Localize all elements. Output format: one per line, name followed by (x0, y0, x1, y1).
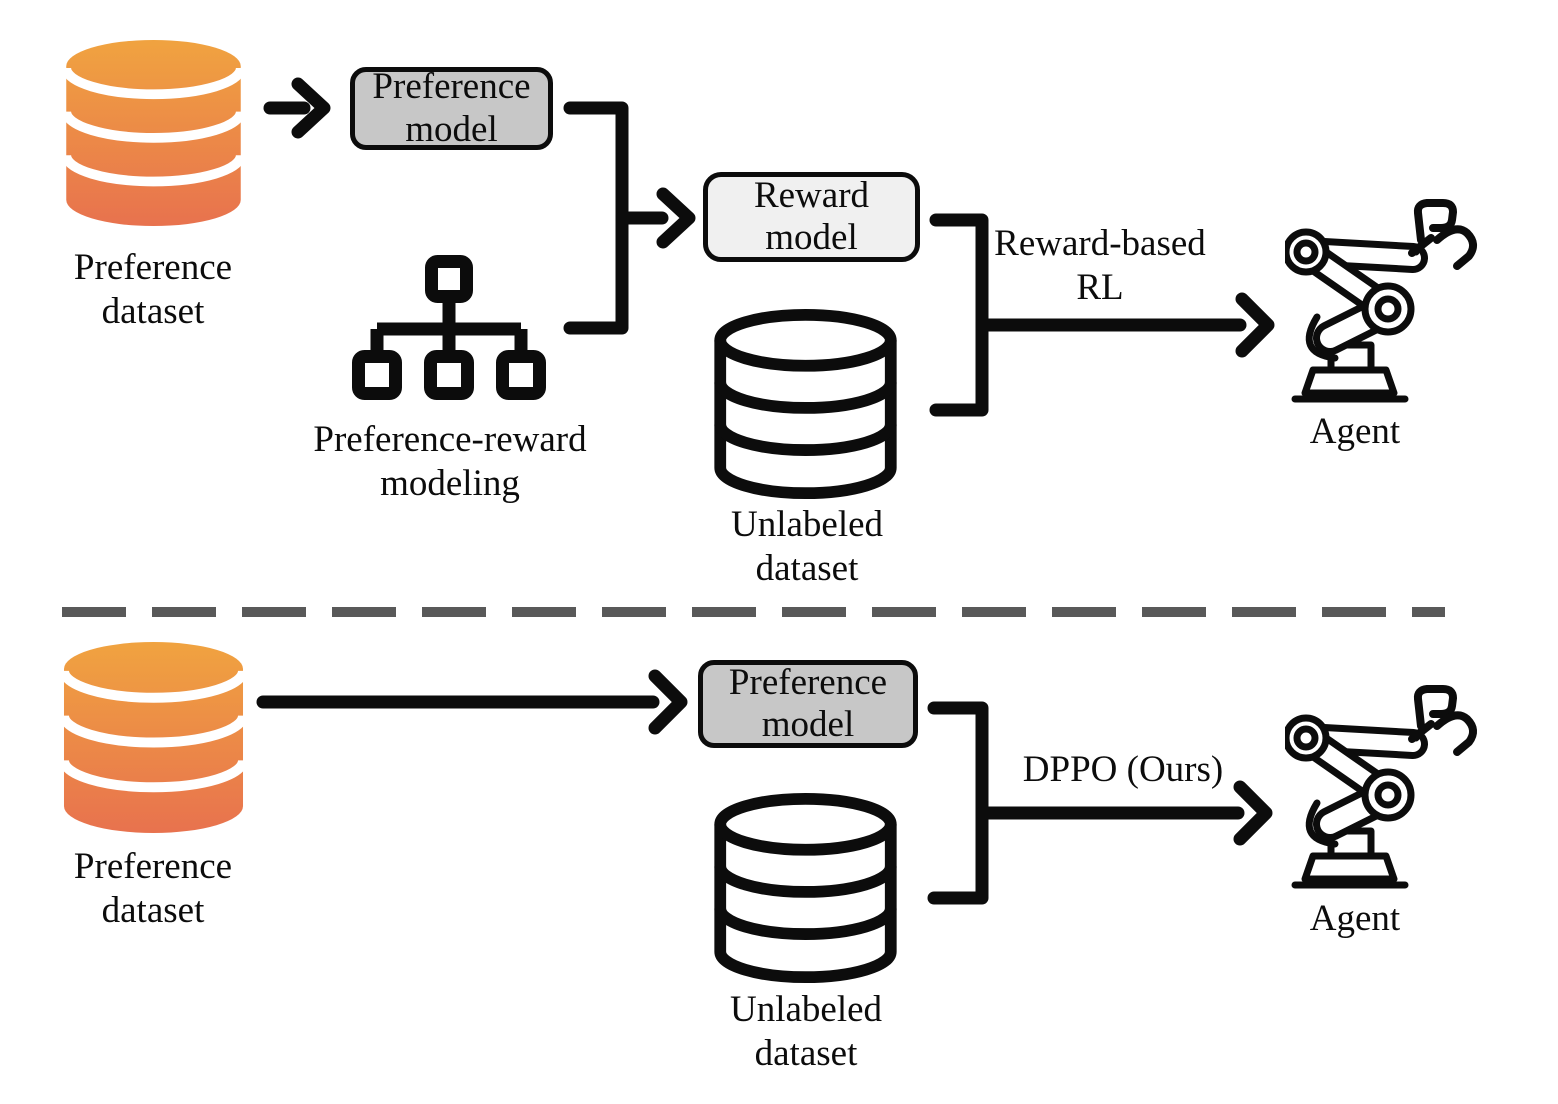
arrow-dataset-to-preference-model-bottom (256, 669, 688, 735)
preference-dataset-icon (62, 38, 245, 228)
reward-model-label: Reward model (753, 174, 870, 258)
merge-bracket-preference-and-data (927, 701, 989, 905)
preference-reward-modeling-label: Preference-reward modeling (313, 419, 587, 504)
agent-robot-icon (1285, 195, 1485, 405)
dppo-label: DPPO (Ours) (1022, 749, 1224, 790)
arrow-dppo (975, 780, 1273, 846)
unlabeled-dataset-label: Unlabeled dataset (730, 504, 884, 589)
preference-dataset-label: Preference dataset (73, 247, 233, 332)
preference-dataset-icon-bottom (62, 638, 245, 837)
preference-model-label: Preference model (372, 66, 531, 150)
arrow-dataset-to-preference-model (263, 77, 331, 139)
agent-label: Agent (1309, 411, 1401, 452)
preference-model-label-bottom: Preference model (728, 661, 888, 745)
agent-robot-icon-bottom (1285, 681, 1485, 891)
merge-bracket-models (563, 101, 629, 335)
reward-model-box: Reward model (703, 172, 920, 262)
hierarchy-icon (352, 255, 548, 401)
merge-bracket-reward-and-data (929, 213, 989, 417)
preference-dataset-label-bottom: Preference dataset (73, 846, 233, 931)
arrow-merge-to-reward-model (615, 187, 696, 249)
agent-label-bottom: Agent (1309, 898, 1401, 939)
unlabeled-dataset-label-bottom: Unlabeled dataset (729, 989, 883, 1074)
unlabeled-dataset-icon (711, 306, 900, 502)
preference-model-box-bottom: Preference model (698, 660, 918, 748)
reward-based-rl-label: Reward-based RL (994, 223, 1206, 308)
arrow-reward-based-rl (975, 292, 1275, 358)
preference-model-box: Preference model (350, 66, 553, 150)
unlabeled-dataset-icon-bottom (711, 790, 900, 986)
